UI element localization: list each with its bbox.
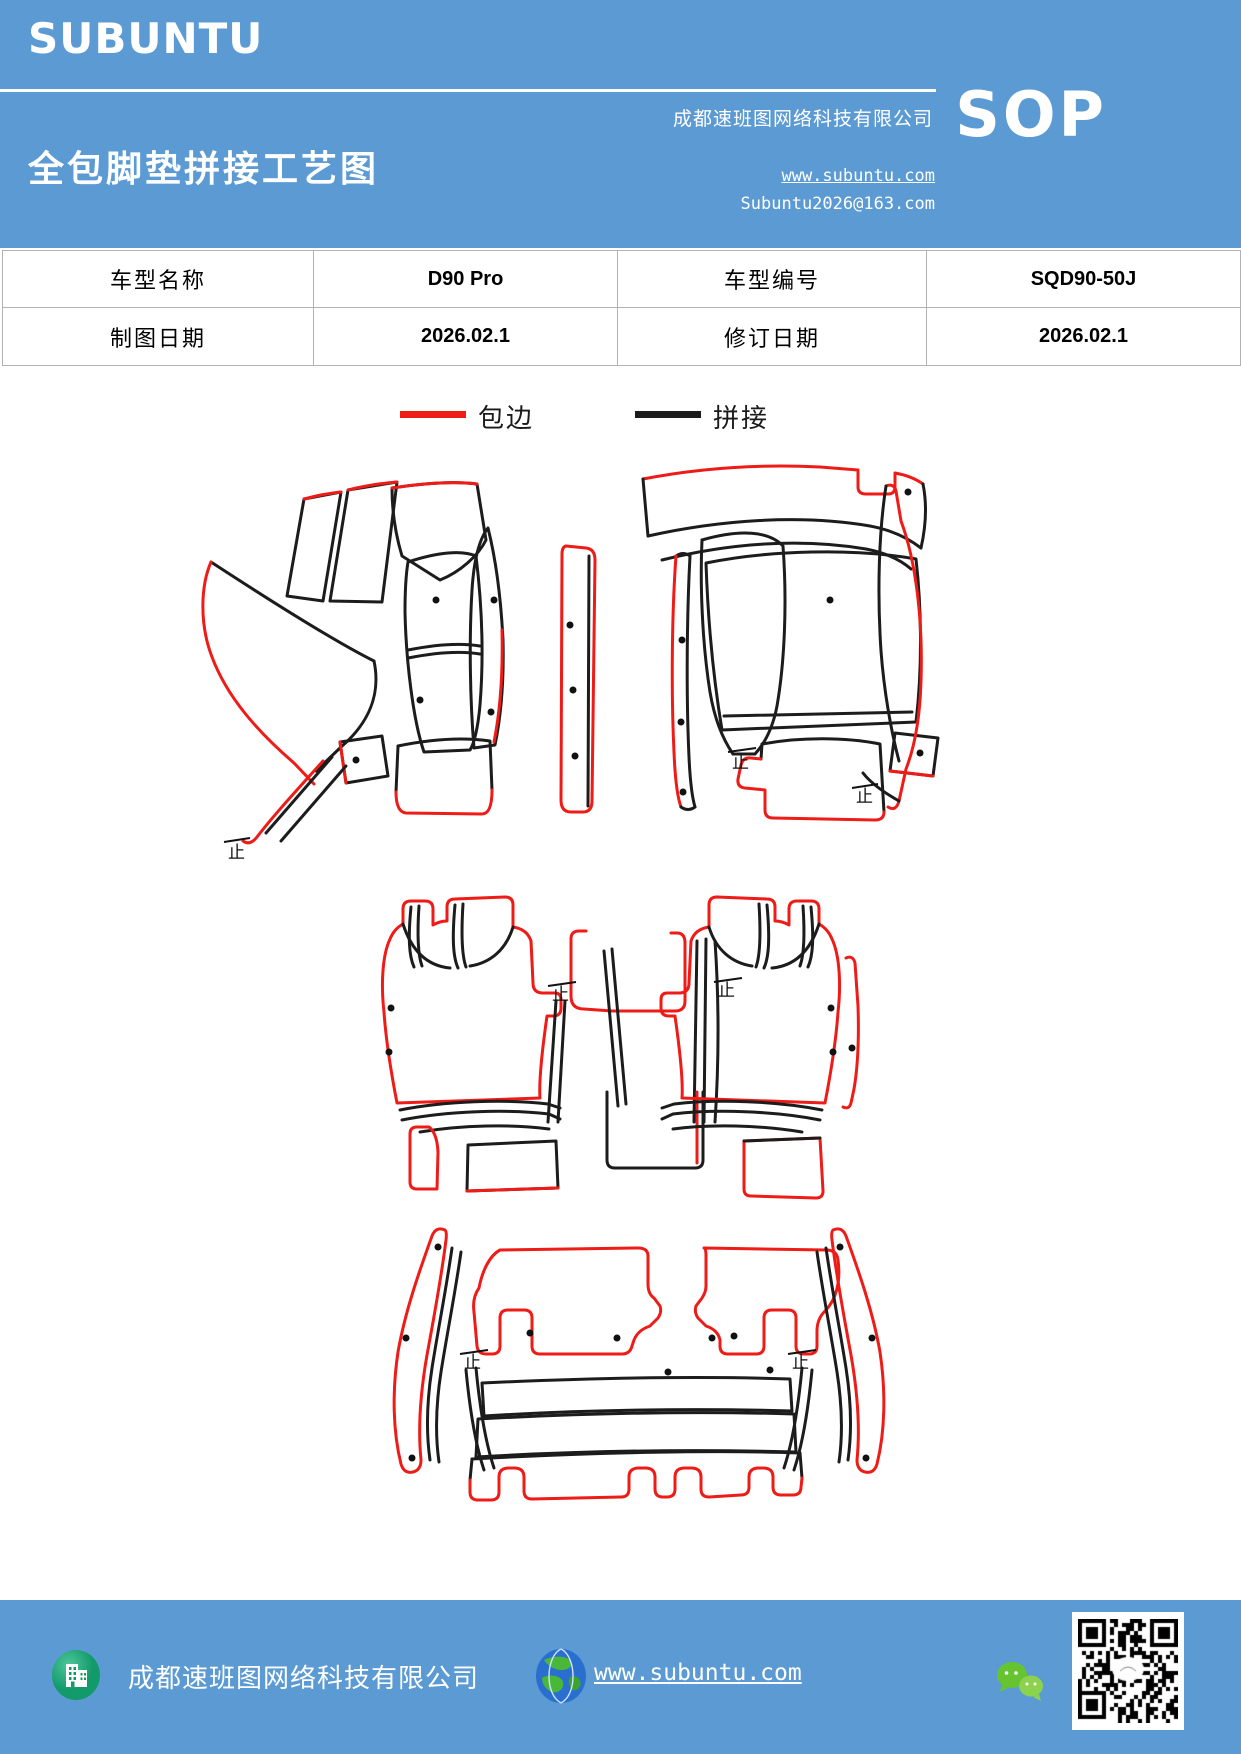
table-cell-drawdate-value: 2026.02.1: [314, 308, 618, 365]
stop-marker: 止: [459, 1349, 489, 1373]
table-cell-model-label: 车型名称: [3, 251, 314, 308]
front-right-mat-outline: [559, 464, 940, 822]
svg-text:止: 止: [732, 753, 749, 773]
page-title: 全包脚垫拼接工艺图: [28, 148, 380, 190]
stop-marker: 止: [223, 837, 251, 863]
table-cell-model-value: D90 Pro: [314, 251, 618, 308]
table-cell-drawdate-label: 制图日期: [3, 308, 314, 365]
stop-marker: 止: [713, 977, 743, 1001]
brand-logo-text: SUBUNTU: [28, 14, 264, 63]
svg-text:止: 止: [718, 981, 735, 1001]
svg-text:止: 止: [792, 1353, 809, 1373]
trunk-right-wing-outline: [782, 1227, 886, 1474]
table-cell-revisedate-value: 2026.02.1: [927, 308, 1240, 365]
trunk-left-wing-outline: [392, 1227, 496, 1474]
company-badge-icon: [52, 1650, 100, 1700]
header-divider-line: [0, 89, 936, 92]
globe-icon: [536, 1648, 586, 1704]
legend-red-line-swatch: [400, 411, 466, 418]
footer-website-link[interactable]: www.subuntu.com: [594, 1660, 802, 1686]
wechat-icon: [997, 1662, 1043, 1701]
second-row-right-mat-outline: [659, 895, 860, 1200]
svg-text:止: 止: [228, 843, 245, 863]
header-email: Subuntu2026@163.com: [740, 194, 935, 214]
header-band: SUBUNTU 全包脚垫拼接工艺图 成都速班图网络科技有限公司 SOP www.…: [0, 0, 1241, 248]
table-cell-code-value: SQD90-50J: [927, 251, 1240, 308]
trunk-main-mat-outline: [472, 1246, 841, 1376]
header-website-link[interactable]: www.subuntu.com: [781, 166, 935, 186]
svg-text:止: 止: [464, 1353, 481, 1373]
stop-marker: 止: [547, 981, 577, 1005]
qr-code: [1072, 1612, 1184, 1730]
svg-text:止: 止: [552, 985, 569, 1005]
trunk-sill-bars-outline: [468, 1376, 804, 1502]
stop-marker: 止: [851, 783, 879, 807]
sop-label: SOP: [955, 78, 1107, 151]
table-cell-code-label: 车型编号: [618, 251, 927, 308]
legend-label-splicing: 拼接: [713, 404, 770, 434]
second-row-center-tunnel-outline: [546, 929, 720, 1170]
legend-black-line-swatch: [635, 411, 701, 418]
stop-marker: 止: [787, 1349, 817, 1373]
legend-label-edging: 包边: [478, 404, 535, 434]
table-cell-revisedate-label: 修订日期: [618, 308, 927, 365]
vehicle-info-table: 车型名称 D90 Pro 车型编号 SQD90-50J 制图日期 2026.02…: [2, 250, 1241, 366]
footer-company-name: 成都速班图网络科技有限公司: [128, 1664, 480, 1694]
front-left-mat-outline: [201, 480, 505, 845]
header-company-name: 成都速班图网络科技有限公司: [672, 108, 933, 130]
stop-marker: 止: [727, 747, 757, 773]
second-row-left-mat-outline: [380, 895, 563, 1193]
svg-text:止: 止: [856, 787, 873, 807]
mat-process-diagram: 止 止 止 止 止 止 止: [201, 464, 940, 1502]
